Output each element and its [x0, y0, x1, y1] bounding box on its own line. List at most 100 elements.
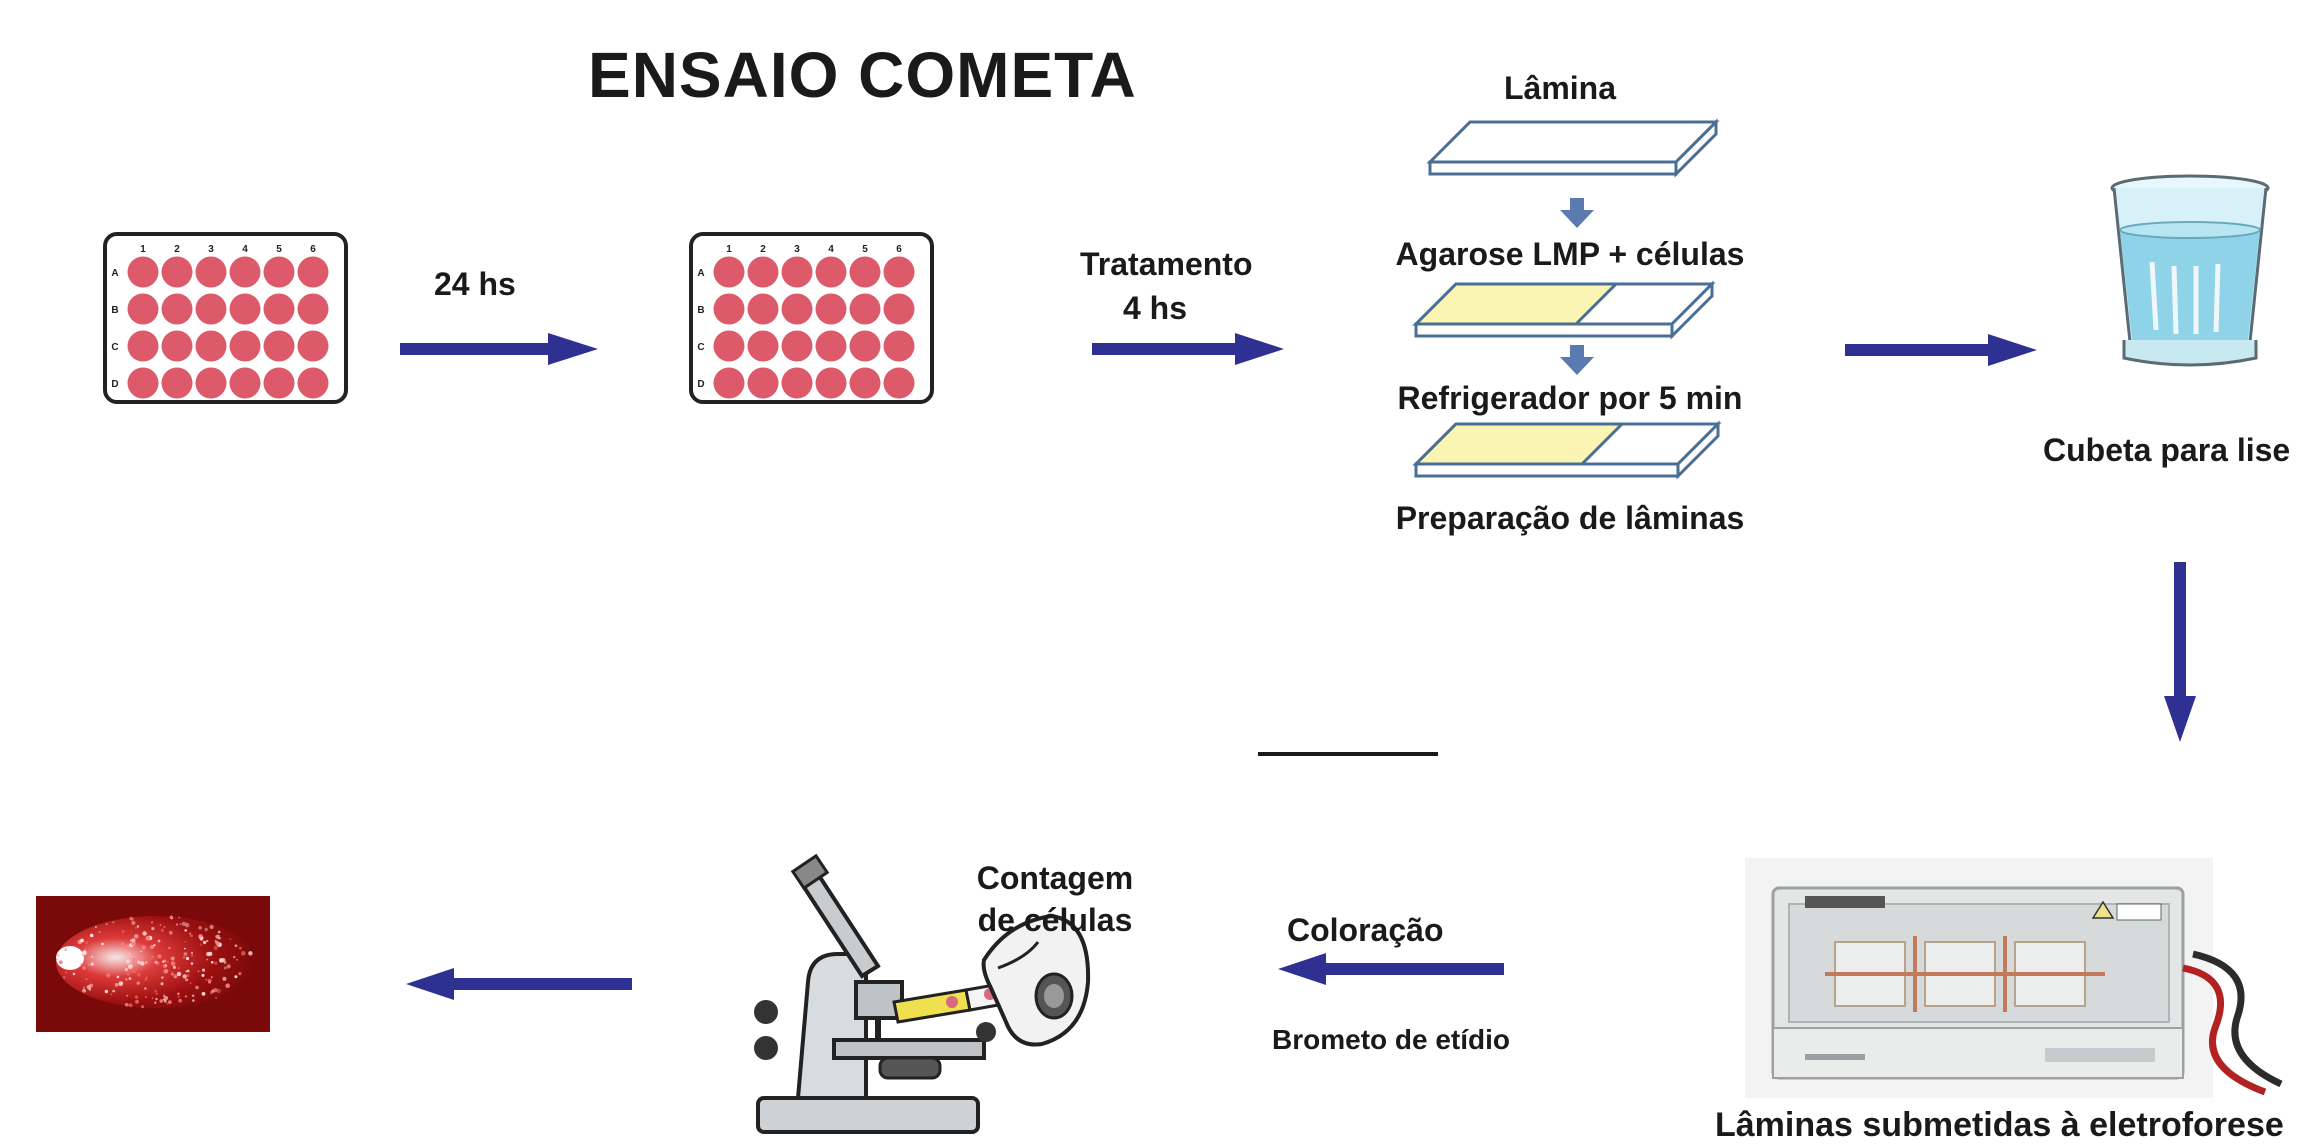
plate-well: [263, 293, 295, 325]
agarose-label: Agarose LMP + células: [1395, 236, 1745, 272]
arrow-icon: [400, 333, 598, 365]
plate-well: [127, 367, 159, 399]
well-plate-icon: 1 2 3 4 5 6A B C D: [689, 232, 934, 404]
plate-row-label: D: [697, 379, 704, 390]
plate-row-label: D: [111, 379, 118, 390]
plate-column-label: 6: [896, 244, 902, 255]
plate-row-label: C: [697, 342, 704, 353]
plate-well: [297, 256, 329, 288]
plate-well: [195, 256, 227, 288]
plate-well: [781, 367, 813, 399]
plate-well: [747, 256, 779, 288]
plate-column-label: 1: [140, 244, 146, 255]
plate-row-label: B: [697, 305, 704, 316]
plate-well: [781, 256, 813, 288]
slide-agarose-icon: [1412, 280, 1716, 340]
cuvette-icon: [2110, 174, 2270, 367]
arrow-icon: [1278, 953, 1504, 985]
plate-well: [195, 367, 227, 399]
plate-well: [127, 256, 159, 288]
slide-icon: [1426, 118, 1720, 178]
down-arrow-icon: [1560, 345, 1594, 375]
plate-well: [263, 367, 295, 399]
plate-row-label: A: [697, 268, 704, 279]
plate-well: [297, 367, 329, 399]
plate-well: [229, 293, 261, 325]
plate-column-label: 4: [242, 244, 248, 255]
plate-well: [781, 330, 813, 362]
plate-well: [815, 367, 847, 399]
page-title: ENSAIO COMETA: [588, 39, 1137, 111]
plate-well: [747, 330, 779, 362]
plate-well: [263, 330, 295, 362]
microscope-icon: [754, 853, 1091, 1134]
counting-label-line1: Contagem: [976, 860, 1134, 896]
treatment-label-line1: Tratamento: [1080, 246, 1253, 282]
refrigerator-label: Refrigerador por 5 min: [1397, 380, 1743, 416]
arrow-icon: [1092, 333, 1284, 365]
plate-well: [713, 256, 745, 288]
plate-well: [161, 330, 193, 362]
plate-well: [747, 367, 779, 399]
plate-well: [883, 256, 915, 288]
stain-name-label: Brometo de etídio: [1272, 1024, 1511, 1055]
preparation-label: Preparação de lâminas: [1395, 500, 1745, 536]
slide-label: Lâmina: [1503, 70, 1617, 106]
electrophoresis-chamber-icon: [1745, 858, 2283, 1098]
plate-well: [815, 293, 847, 325]
plate-well: [883, 367, 915, 399]
slide-agarose-icon: [1412, 420, 1722, 480]
arrow-icon: [406, 968, 632, 1000]
plate-row-label: C: [111, 342, 118, 353]
incubation-label: 24 hs: [434, 266, 516, 302]
plate-well: [781, 293, 813, 325]
plate-well: [195, 293, 227, 325]
plate-column-label: 3: [794, 244, 800, 255]
plate-well: [229, 256, 261, 288]
plate-well: [161, 256, 193, 288]
arrow-icon: [1845, 334, 2037, 366]
well-plate-icon: 1 2 3 4 5 6A B C D: [103, 232, 348, 404]
plate-well: [161, 293, 193, 325]
plate-column-label: 5: [276, 244, 282, 255]
plate-well: [195, 330, 227, 362]
plate-column-label: 6: [310, 244, 316, 255]
plate-well: [229, 367, 261, 399]
plate-column-label: 1: [726, 244, 732, 255]
down-arrow-icon: [1560, 198, 1594, 228]
plate-well: [815, 330, 847, 362]
plate-column-label: 3: [208, 244, 214, 255]
lysis-label: Cubeta para lise: [2043, 432, 2291, 468]
plate-well: [713, 367, 745, 399]
plate-column-label: 2: [174, 244, 180, 255]
plate-well: [161, 367, 193, 399]
plate-well: [127, 293, 159, 325]
plate-row-label: B: [111, 305, 118, 316]
plate-well: [297, 330, 329, 362]
plate-well: [229, 330, 261, 362]
staining-label: Coloração: [1287, 912, 1444, 948]
plate-well: [713, 293, 745, 325]
plate-well: [849, 256, 881, 288]
plate-well: [883, 293, 915, 325]
plate-well: [297, 293, 329, 325]
counting-label-line2: de células: [977, 902, 1133, 938]
plate-well: [849, 293, 881, 325]
plate-column-label: 2: [760, 244, 766, 255]
arrow-icon: [2164, 562, 2196, 742]
plate-well: [883, 330, 915, 362]
plate-row-label: A: [111, 268, 118, 279]
plate-column-label: 5: [862, 244, 868, 255]
plate-well: [713, 330, 745, 362]
plate-well: [849, 330, 881, 362]
comet-image-icon: [36, 896, 270, 1032]
plate-well: [815, 256, 847, 288]
plate-column-label: 4: [828, 244, 834, 255]
plate-well: [747, 293, 779, 325]
electrophoresis-label: Lâminas submetidas à eletroforese: [1715, 1106, 2284, 1144]
plate-well: [263, 256, 295, 288]
divider: [1258, 752, 1438, 756]
plate-well: [849, 367, 881, 399]
treatment-label-line2: 4 hs: [1122, 290, 1188, 326]
plate-well: [127, 330, 159, 362]
